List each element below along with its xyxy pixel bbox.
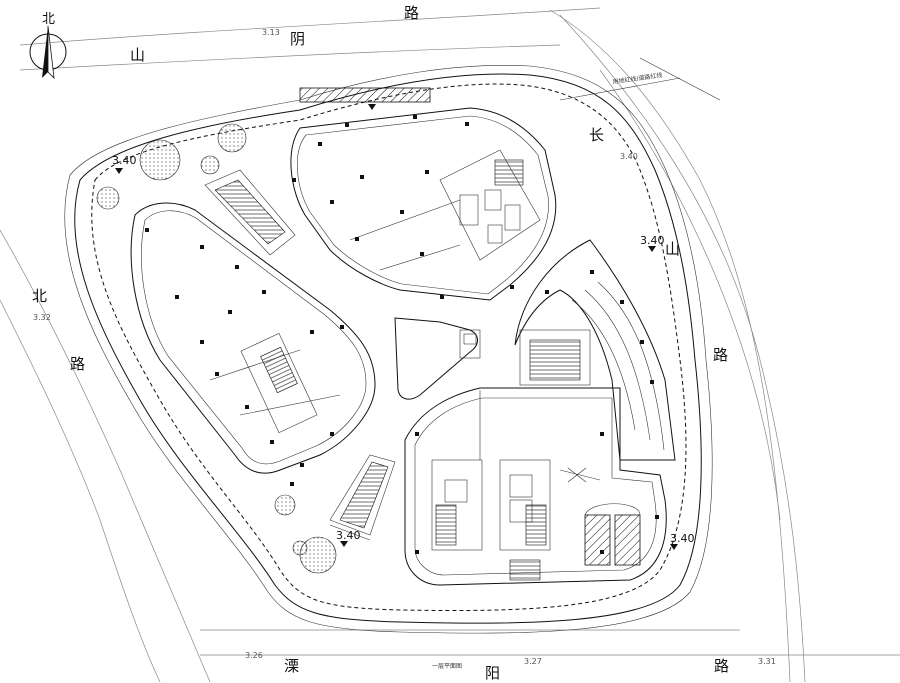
road-elevation-3: 3.32: [33, 313, 51, 322]
elevation-markers: [115, 168, 678, 550]
top-entrance-canopy: [299, 87, 431, 110]
landscape-trees: [96, 123, 337, 574]
building-southeast: [404, 387, 667, 586]
building-west: [130, 202, 376, 474]
road-right-char-3: 路: [713, 346, 729, 364]
road-bottom-char-3: 路: [714, 657, 730, 675]
road-elevation-5: 3.27: [524, 657, 542, 666]
escalator-lower: [329, 454, 396, 541]
road-elevation-4: 3.26: [245, 651, 263, 660]
red-line-note: 用地红线/道路红线: [612, 72, 663, 86]
road-bottom-char-1: 溧: [284, 657, 300, 675]
site-elevation-ne: 3.40: [640, 234, 665, 247]
road-top-char-2: 阴: [290, 30, 306, 48]
structural-columns: [145, 115, 659, 554]
road-bottom-char-2: 阳: [485, 664, 501, 682]
podium-outline: [74, 73, 702, 624]
site-elevation-nw: 3.40: [112, 154, 137, 167]
road-right-char-2: 山: [665, 240, 681, 258]
site-elevation-sw: 3.40: [336, 529, 361, 542]
road-elevation-6: 3.31: [758, 657, 776, 666]
road-top-char-3: 路: [404, 4, 420, 22]
road-elevation-2: 3.40: [620, 152, 638, 161]
central-pavilion: [394, 317, 481, 400]
escalator-upper-left: [204, 169, 296, 256]
north-arrow: 北: [28, 8, 68, 80]
drawing-title: 一层平面图: [432, 663, 463, 670]
site-elevation-se: 3.40: [670, 532, 695, 545]
road-left-char-1: 北: [32, 287, 48, 305]
road-top-char-1: 山: [130, 46, 146, 64]
road-left-char-2: 路: [70, 355, 86, 373]
north-label: 北: [42, 12, 56, 27]
curved-wing-east: [514, 239, 676, 461]
north-arrow-icon: [29, 25, 67, 80]
building-north: [290, 107, 557, 301]
road-right-char-1: 长: [589, 126, 605, 144]
road-elevation-1: 3.13: [262, 28, 280, 37]
